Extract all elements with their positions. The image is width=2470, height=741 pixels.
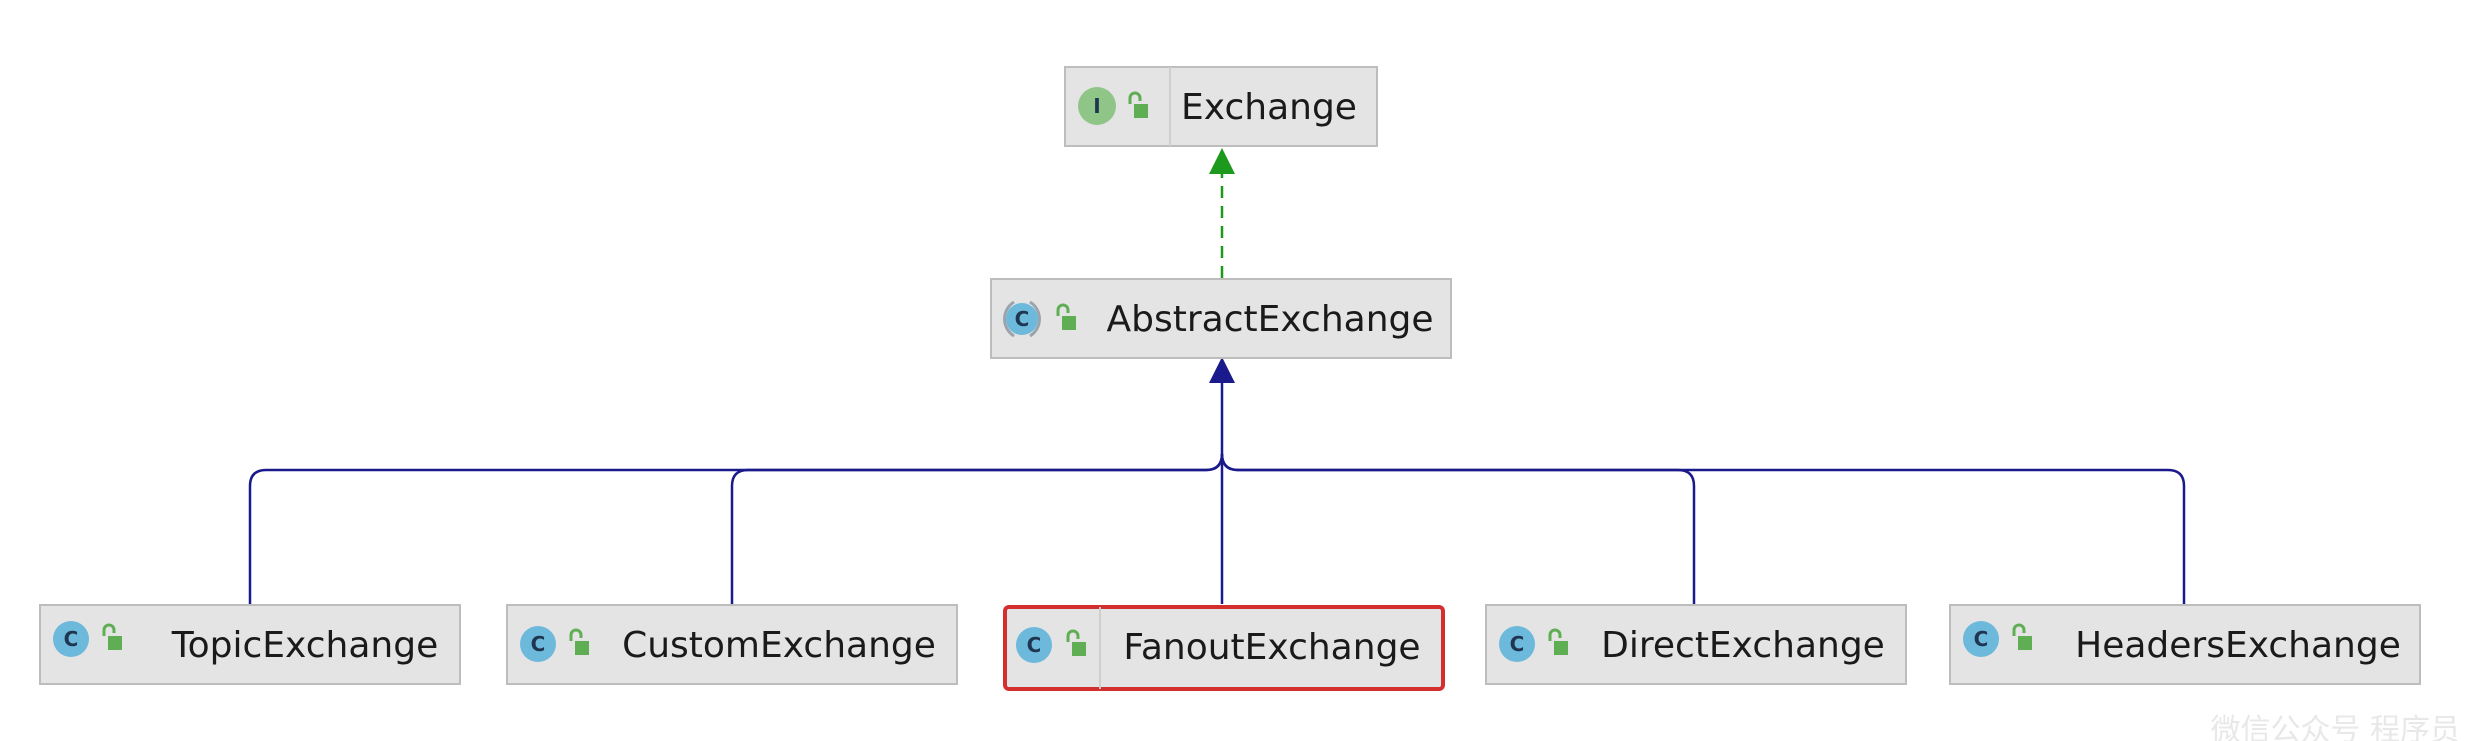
node-label: FanoutExchange <box>1123 627 1420 668</box>
public-lock-icon <box>1066 629 1086 656</box>
class-icon: C <box>1016 627 1052 663</box>
class-icon: C <box>1499 626 1535 662</box>
public-lock-icon <box>1548 628 1568 655</box>
watermark: 微信公众号 程序员 <box>2210 713 2460 741</box>
node-abstract-exchange[interactable]: C AbstractExchange <box>990 278 1452 359</box>
node-topic-exchange[interactable]: C TopicExchange <box>39 604 461 685</box>
node-direct-exchange[interactable]: C DirectExchange <box>1485 604 1907 685</box>
edges <box>248 148 2186 604</box>
svg-text:C: C <box>531 632 546 656</box>
public-lock-icon <box>1128 91 1148 118</box>
svg-text:C: C <box>1974 627 1989 651</box>
node-label: CustomExchange <box>622 625 936 666</box>
node-fanout-exchange[interactable]: C FanoutExchange <box>1003 605 1445 691</box>
public-lock-icon <box>1056 303 1076 330</box>
abstract-class-icon: C <box>1003 300 1041 338</box>
edge-headers-extends-abstract <box>1220 453 2186 604</box>
public-lock-icon <box>102 623 122 650</box>
svg-text:C: C <box>1015 307 1030 331</box>
public-lock-icon <box>569 628 589 655</box>
svg-text:C: C <box>64 627 79 651</box>
class-icon: C <box>1963 621 1999 657</box>
edge-topic-extends-abstract <box>248 453 1224 604</box>
node-custom-exchange[interactable]: C CustomExchange <box>506 604 958 685</box>
svg-text:C: C <box>1027 633 1042 657</box>
node-headers-exchange[interactable]: C HeadersExchange <box>1949 604 2421 685</box>
svg-text:I: I <box>1093 94 1100 118</box>
edge-direct-extends-abstract <box>1220 453 1696 604</box>
svg-text:C: C <box>1510 632 1525 656</box>
interface-icon: I <box>1078 87 1116 125</box>
node-label: DirectExchange <box>1601 625 1885 666</box>
node-label: TopicExchange <box>171 625 438 666</box>
node-label: HeadersExchange <box>2075 625 2401 666</box>
node-exchange[interactable]: I Exchange <box>1064 66 1378 147</box>
class-icon: C <box>53 621 89 657</box>
node-label: AbstractExchange <box>1106 299 1433 340</box>
class-icon: C <box>520 626 556 662</box>
public-lock-icon <box>2012 623 2032 650</box>
edge-custom-extends-abstract <box>730 453 1224 604</box>
node-label: Exchange <box>1181 87 1357 128</box>
